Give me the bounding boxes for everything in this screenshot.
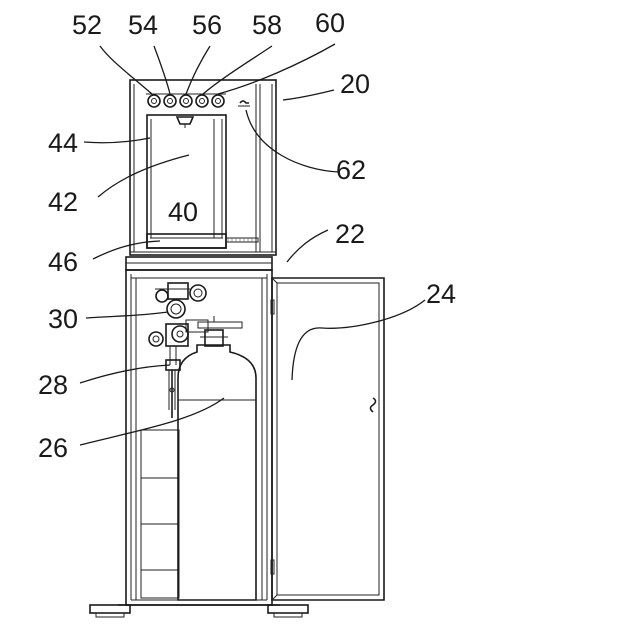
- leader-lines: [80, 44, 425, 445]
- dispensing-bay: [147, 115, 226, 248]
- leader-28: [80, 365, 170, 383]
- indicator-62: [238, 101, 250, 106]
- label-60: 60: [315, 8, 345, 38]
- label-58: 58: [252, 10, 282, 40]
- label-56: 56: [192, 10, 222, 40]
- label-20: 20: [340, 69, 370, 99]
- label-42: 42: [48, 187, 78, 217]
- leader-30: [86, 312, 168, 318]
- label-22: 22: [335, 219, 365, 249]
- leader-26: [80, 398, 224, 445]
- knob-52: [148, 95, 160, 107]
- reference-numerals: 52 54 56 58 60 20 44 62 42 40 46 22 24 3…: [38, 8, 456, 463]
- leader-24: [292, 300, 425, 380]
- knob-56: [180, 95, 192, 107]
- label-46: 46: [48, 247, 78, 277]
- leader-54: [154, 46, 170, 94]
- cabinet-feet: [90, 605, 308, 617]
- knob-60: [212, 95, 224, 107]
- label-24: 24: [426, 279, 456, 309]
- leader-58: [203, 46, 272, 94]
- nozzle-44: [177, 117, 193, 124]
- label-30: 30: [48, 304, 78, 334]
- leader-56: [186, 46, 210, 94]
- label-44: 44: [48, 128, 78, 158]
- knob-58: [196, 95, 208, 107]
- control-knobs: [146, 94, 226, 107]
- drip-tray-46: [147, 234, 258, 248]
- leader-44: [84, 138, 150, 143]
- pressure-gauge-30: [167, 300, 185, 318]
- label-28: 28: [38, 370, 68, 400]
- label-62: 62: [336, 155, 366, 185]
- knob-54: [164, 95, 176, 107]
- label-52: 52: [72, 10, 102, 40]
- door-latch: [371, 398, 376, 412]
- leader-42: [98, 155, 189, 197]
- cabinet-storage-blocks: [141, 430, 179, 598]
- label-40: 40: [168, 197, 198, 227]
- leader-52: [100, 46, 152, 94]
- leader-22: [287, 230, 328, 262]
- gas-cylinder-26: [178, 316, 256, 600]
- label-54: 54: [128, 10, 158, 40]
- leader-20: [283, 90, 334, 100]
- cabinet-door-24: [271, 278, 384, 600]
- label-26: 26: [38, 433, 68, 463]
